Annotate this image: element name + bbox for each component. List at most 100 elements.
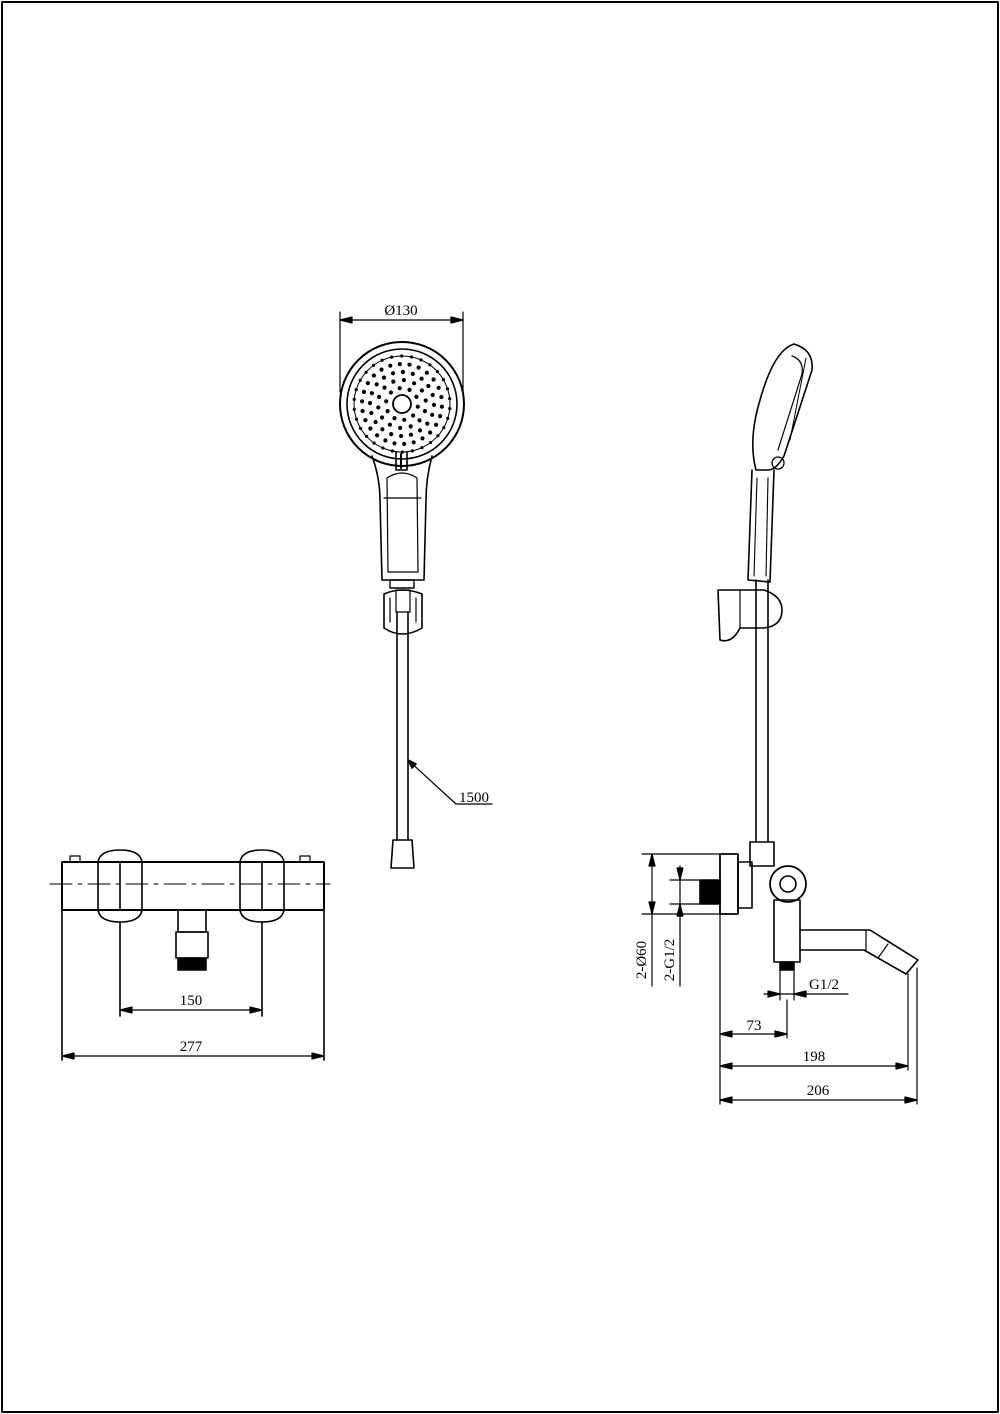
dim-text-overall-depth: 206: [807, 1083, 830, 1099]
mixer-dimensions: [61, 1006, 325, 1060]
nozzle-dot: [372, 441, 376, 445]
nozzle-dot: [448, 397, 452, 401]
side-view-dimensions: [641, 853, 918, 1105]
nozzle-dot: [446, 416, 450, 420]
nozzle-dot: [428, 363, 432, 367]
nozzle-dot: [424, 370, 429, 375]
nozzle-dot: [436, 434, 440, 438]
nozzle-dot: [383, 438, 388, 443]
nozzle-dot: [365, 381, 370, 386]
dim-text-body-width: 277: [180, 1039, 203, 1055]
nozzle-dot: [430, 412, 435, 417]
nozzle-dot: [400, 450, 404, 454]
nozzle-dot: [352, 397, 356, 401]
nozzle-dot: [411, 413, 416, 418]
nozzle-dot: [354, 388, 358, 392]
nozzle-dot: [380, 358, 384, 362]
nozzle-dot: [352, 407, 356, 411]
nozzle-dot: [435, 370, 439, 374]
nozzle-dot: [402, 441, 407, 446]
nozzle-dot: [367, 401, 373, 406]
nozzle-dot: [380, 415, 385, 420]
mixer-front-view: [49, 849, 331, 1061]
nozzle-dot: [417, 428, 423, 433]
nozzle-dot: [442, 426, 446, 430]
dim-text-inlet-spacing: 150: [180, 993, 203, 1009]
nozzle-dot: [375, 433, 380, 438]
nozzle-dot: [358, 378, 362, 382]
nozzle-dot: [360, 408, 365, 414]
nozzle-dot: [382, 385, 387, 390]
nozzle-dot: [392, 441, 397, 446]
nozzle-dot: [390, 371, 396, 376]
nozzle-dot: [407, 387, 412, 392]
nozzle-dot: [411, 440, 416, 445]
nozzle-dot: [365, 434, 369, 438]
nozzle-dot: [431, 402, 437, 407]
nozzle-dot: [388, 363, 393, 368]
nozzle-dot: [392, 416, 397, 421]
nozzle-dot: [380, 427, 385, 432]
nozzle-dot: [381, 446, 385, 450]
nozzle-dot: [428, 430, 433, 435]
nozzle-dot: [359, 426, 363, 430]
nozzle-dot: [384, 399, 389, 404]
nozzle-dot: [431, 377, 436, 382]
dim-head-diameter: [339, 311, 464, 393]
nozzle-dot: [397, 362, 402, 367]
nozzle-dot: [425, 421, 430, 426]
nozzle-dot: [436, 385, 441, 390]
nozzle-dot: [388, 390, 393, 395]
nozzle-dot: [445, 387, 450, 391]
nozzle-dot: [407, 362, 412, 367]
shower-side-view: [699, 343, 919, 975]
nozzle-dot: [371, 373, 376, 378]
nozzle-dot: [410, 449, 414, 453]
nozzle-dot: [398, 425, 403, 430]
nozzle-dot: [441, 378, 445, 382]
dim-text-head-diameter: Ø130: [384, 303, 417, 319]
nozzle-dot: [422, 409, 427, 414]
nozzle-dot: [430, 392, 435, 398]
dim-text-spout-reach: 198: [803, 1049, 826, 1065]
nozzle-dot: [371, 363, 376, 367]
nozzle-dot: [401, 378, 406, 383]
nozzle-dot: [426, 383, 431, 389]
nozzle-dot: [400, 369, 405, 375]
nozzle-dot: [364, 370, 368, 374]
nozzle-dot: [410, 371, 415, 376]
nozzle-dot: [448, 407, 452, 411]
nozzle-dot: [408, 432, 414, 437]
nozzle-dot: [373, 419, 378, 425]
nozzle-dot: [412, 381, 417, 386]
nozzle-dot: [361, 389, 366, 394]
nozzle-dot: [379, 367, 384, 372]
nozzle-dot: [369, 410, 374, 416]
dim-text-wall-to-outlet: 73: [747, 1018, 762, 1034]
nozzle-dot: [419, 376, 424, 381]
nozzle-dot: [423, 398, 428, 403]
nozzle-dot: [390, 355, 394, 359]
nozzle-dot: [387, 422, 392, 427]
nozzle-dot: [360, 399, 365, 404]
nozzle-dot: [415, 404, 420, 409]
dim-text-inlet-thread: 2-G1/2: [662, 939, 678, 982]
nozzle-dot: [438, 414, 443, 419]
nozzle-dot: [419, 358, 423, 362]
nozzle-dot: [434, 422, 439, 427]
nozzle-dot: [390, 449, 394, 453]
nozzle-dot: [408, 424, 413, 429]
nozzle-dot: [363, 418, 368, 423]
nozzle-dot: [374, 382, 379, 387]
nozzle-dot: [369, 391, 374, 396]
nozzle-dot: [420, 446, 424, 450]
nozzle-dot: [402, 417, 407, 422]
nozzle-dot: [416, 365, 421, 370]
dim-text-outlet-thread: G1/2: [809, 977, 839, 993]
nozzle-dot: [410, 355, 414, 359]
nozzle-dot: [377, 394, 382, 399]
nozzle-pattern: [352, 354, 452, 454]
nozzle-dot: [417, 418, 422, 423]
